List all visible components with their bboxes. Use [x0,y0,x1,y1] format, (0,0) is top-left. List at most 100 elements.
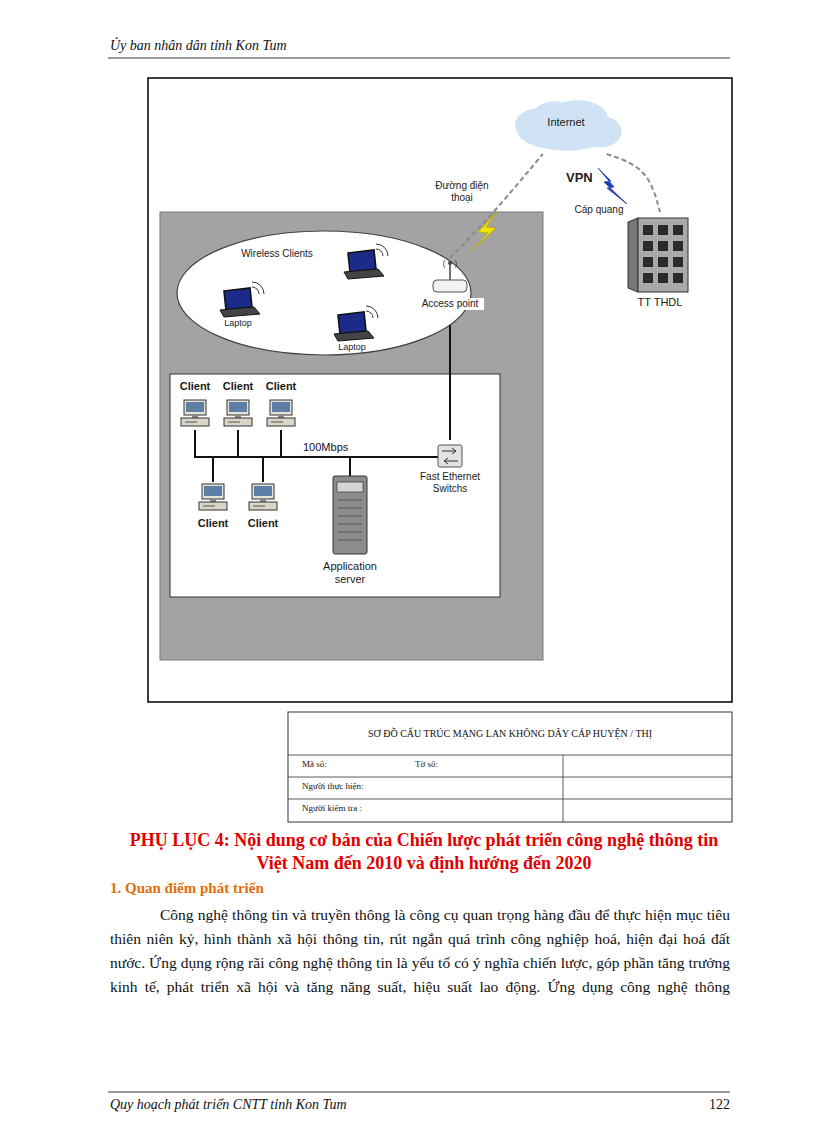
window [673,241,683,251]
drive-slot [253,506,265,507]
vent-line [338,516,362,517]
antenna [449,264,451,280]
monitor [270,400,292,415]
building-front [638,218,688,292]
bus-stub [400,456,438,458]
lan-cable [263,457,400,482]
table-cell: Người kiểm tra : [302,803,502,814]
client-node: Client [261,380,301,430]
page-number: 122 [680,1097,730,1114]
table-cell: Mã số: [302,759,402,770]
window [658,273,668,283]
data-center-node: TT THDL [620,212,700,314]
window [673,273,683,283]
laptop-node: Laptop [212,282,264,332]
access-point-body [433,280,467,292]
client-node: Client [175,380,215,430]
table-rule [288,755,732,756]
node-label: Internet [515,116,617,129]
edge-label: Đường điện thoại [432,180,492,204]
footer-rule [108,1092,730,1093]
link-label: VPN [566,170,600,186]
laptop-screen [224,288,252,310]
vent-line [338,500,362,501]
node-shape [243,482,283,538]
node-label: Access point [416,298,484,310]
node-label: Fast Ethernet Switchs [407,471,493,494]
vent-line [338,524,362,525]
title-block [288,712,732,822]
monitor-screen [229,402,247,412]
signal-arcs [366,306,378,318]
signal-arcs [252,282,264,294]
running-header: Ủy ban nhân dân tỉnh Kon Tum [110,38,510,55]
switch-body [438,445,462,467]
drawing-frame [148,78,732,702]
monitor [252,484,274,499]
switch-node: Fast Ethernet Switchs [400,440,500,498]
running-footer: Quy hoạch phát triển CNTT tỉnh Kon Tum [110,1097,510,1114]
node-shape [176,230,472,356]
pc-case [181,418,209,426]
drive-slot [185,422,197,423]
antenna-tip [448,261,452,265]
wireless-zone [177,231,471,355]
node-label: Client [174,380,216,393]
section-heading: 1. Quan điểm phát triển [110,879,510,897]
access-point-node: Access point [415,258,485,318]
client-node: Client [193,482,233,538]
monitor [202,484,224,499]
node-label: TT THDL [621,296,699,309]
laptop-node: Laptop [326,306,378,356]
monitor [184,400,206,415]
client-node: Client [218,380,258,430]
laptop-base [344,269,384,279]
pc-case [267,418,295,426]
window [658,257,668,267]
lightning-symbol [598,168,628,205]
table-rule [563,755,564,822]
client-node: Client [243,482,283,538]
laptop-base [220,307,260,317]
vent-line [338,532,362,533]
window [658,241,668,251]
node-shape [193,482,233,538]
body-paragraph: Công nghệ thông tin và truyền thông là c… [110,903,730,999]
lan-cable [213,457,400,482]
node-label: Laptop [212,318,264,328]
node-label: Client [260,380,302,393]
node-label: Application server [307,560,393,585]
drive-slot [203,506,215,507]
pc-case [249,502,277,510]
monitor-screen [204,486,222,496]
window [643,241,653,251]
window [643,257,653,267]
vent-line [338,540,362,541]
building-side [628,218,638,292]
window [643,273,653,283]
speed-label: 100Mbps [303,441,363,454]
vent-line [338,508,362,509]
laptop-base [334,331,374,341]
monitor-screen [186,402,204,412]
node-label: Client [242,517,284,530]
pc-case [224,418,252,426]
network-link [450,154,543,258]
drive-bay [337,482,363,492]
lan-cable [350,457,400,476]
wireless-zone-node: Laptop Laptop Wireless Clients [176,230,472,356]
monitor-screen [254,486,272,496]
drive-slot [228,422,240,423]
node-label: Client [217,380,259,393]
signal-arcs [443,260,456,268]
drawing-title: SƠ ĐỒ CẤU TRÚC MẠNG LAN KHÔNG DÂY CÁP HU… [290,728,730,739]
window [673,225,683,235]
lan-cable [281,430,400,457]
node-label: Wireless Clients [221,248,333,260]
lan-cable [238,430,400,457]
laptop-screen [338,312,366,334]
monitor [227,400,249,415]
drive-slot [271,422,283,423]
